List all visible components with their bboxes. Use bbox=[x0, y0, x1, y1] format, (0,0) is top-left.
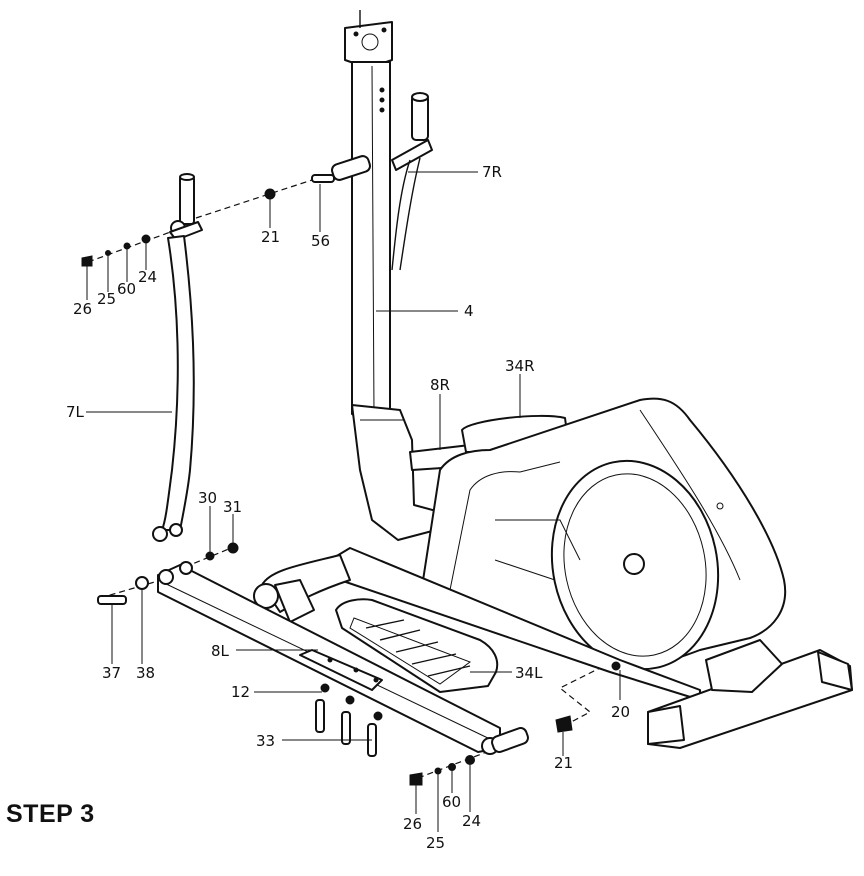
label-7R: 7R bbox=[482, 163, 502, 181]
label-4: 4 bbox=[464, 302, 474, 320]
fasteners-upper bbox=[81, 188, 276, 267]
step-title: STEP 3 bbox=[6, 800, 95, 828]
label-38: 38 bbox=[136, 664, 155, 682]
label-8R: 8R bbox=[430, 376, 450, 394]
label-30: 30 bbox=[198, 489, 217, 507]
label-34L: 34L bbox=[515, 664, 543, 682]
label-20: 20 bbox=[611, 703, 630, 721]
label-12: 12 bbox=[231, 683, 250, 701]
label-31: 31 bbox=[223, 498, 242, 516]
label-21-bottom: 21 bbox=[554, 754, 573, 772]
label-60-top: 60 bbox=[117, 280, 136, 298]
label-7L: 7L bbox=[66, 403, 85, 421]
axle-56 bbox=[311, 155, 371, 183]
label-25-top: 25 bbox=[97, 290, 116, 308]
label-25-bottom: 25 bbox=[426, 834, 445, 852]
label-21-top: 21 bbox=[261, 228, 280, 246]
part-labels: 7R 21 56 24 60 25 26 4 8R 34R 7L 30 31 3… bbox=[66, 163, 630, 852]
label-60-bottom: 60 bbox=[442, 793, 461, 811]
label-24-bottom: 24 bbox=[462, 812, 481, 830]
label-34R: 34R bbox=[505, 357, 535, 375]
label-26-bottom: 26 bbox=[403, 815, 422, 833]
left-arm-7L bbox=[152, 173, 203, 542]
label-24-top: 24 bbox=[138, 268, 157, 286]
left-pedal-arm-8L bbox=[157, 561, 529, 755]
label-8L: 8L bbox=[211, 642, 230, 660]
label-33: 33 bbox=[256, 732, 275, 750]
leader-lines bbox=[86, 171, 621, 832]
right-arm-7R bbox=[391, 92, 433, 271]
label-37: 37 bbox=[102, 664, 121, 682]
label-26-top: 26 bbox=[73, 300, 92, 318]
console-mast bbox=[344, 10, 393, 421]
label-56: 56 bbox=[311, 232, 330, 250]
main-body bbox=[253, 397, 853, 749]
